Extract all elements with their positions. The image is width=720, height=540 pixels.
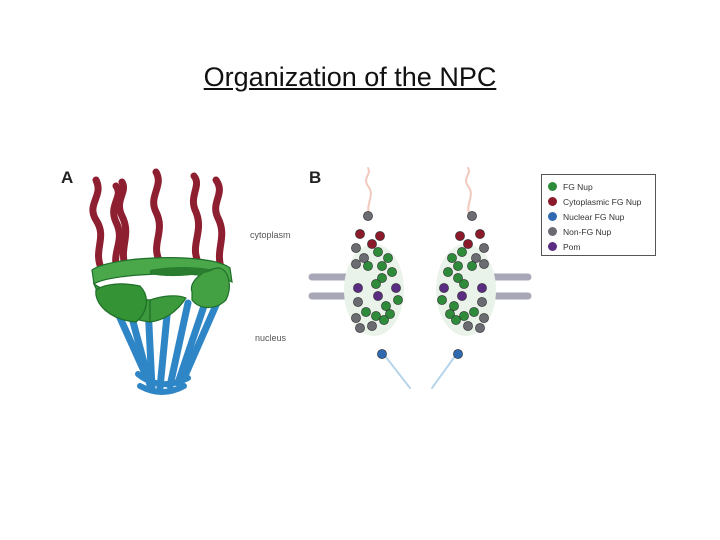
nup-dot (387, 267, 397, 277)
nup-dot (377, 273, 387, 283)
cytoplasmic-filaments (89, 168, 226, 276)
nup-dot (467, 211, 477, 221)
nup-dots-right (437, 211, 489, 359)
nup-dot (479, 259, 489, 269)
nup-dot (449, 301, 459, 311)
legend-item-fg-nup: FG Nup (548, 179, 655, 194)
nup-dot (381, 301, 391, 311)
nup-dot (379, 315, 389, 325)
nup-dot (385, 309, 395, 319)
legend-item-cytoplasmic-fg-nup: Cytoplasmic FG Nup (548, 194, 655, 209)
legend-swatch (548, 212, 557, 221)
legend-label: FG Nup (563, 181, 593, 192)
legend-label: Cytoplasmic FG Nup (563, 196, 642, 207)
nup-dot (445, 309, 455, 319)
nup-dot (453, 261, 463, 271)
nup-dot (371, 311, 381, 321)
nup-dot (351, 313, 361, 323)
nup-dot (363, 211, 373, 221)
nup-dots-left (351, 211, 403, 359)
legend-item-pom: Pom (548, 239, 655, 254)
nup-dot (459, 311, 469, 321)
nup-dot (459, 279, 469, 289)
nup-dot (377, 349, 387, 359)
nup-dot (463, 321, 473, 331)
nup-dot (463, 239, 473, 249)
nup-dot (355, 323, 365, 333)
legend-item-nuclear-fg-nup: Nuclear FG Nup (548, 209, 655, 224)
nup-dot (351, 259, 361, 269)
nup-dot (475, 229, 485, 239)
nup-dot (457, 247, 467, 257)
nup-dot (377, 261, 387, 271)
nup-dot (375, 231, 385, 241)
filament-lines (365, 167, 472, 389)
nup-dot (477, 283, 487, 293)
panel-b-label: B (309, 168, 322, 187)
slide-title: Organization of the NPC (203, 62, 497, 92)
nup-dot (437, 295, 447, 305)
cytoplasm-label: cytoplasm (250, 230, 291, 240)
legend-swatch (548, 197, 557, 206)
nup-dot (469, 307, 479, 317)
nup-dot (391, 283, 401, 293)
nup-dot (373, 291, 383, 301)
legend-swatch (548, 242, 557, 251)
nup-dot (455, 231, 465, 241)
nup-dot (453, 273, 463, 283)
nup-dot (453, 349, 463, 359)
nucleus-label: nucleus (255, 333, 287, 343)
nup-dot (383, 253, 393, 263)
nup-dot (371, 279, 381, 289)
nup-dot (351, 243, 361, 253)
legend-item-non-fg-nup: Non-FG Nup (548, 224, 655, 239)
nup-dot (353, 283, 363, 293)
nup-dot (475, 323, 485, 333)
nup-dot (393, 295, 403, 305)
nup-dot (355, 229, 365, 239)
nup-dot (353, 297, 363, 307)
nup-dot (359, 253, 369, 263)
nup-dot (367, 321, 377, 331)
nup-dot (439, 283, 449, 293)
legend: FG Nup Cytoplasmic FG Nup Nuclear FG Nup… (541, 174, 656, 256)
legend-swatch (548, 227, 557, 236)
nup-dot (471, 253, 481, 263)
nuclear-basket (108, 292, 224, 395)
nup-dot (363, 261, 373, 271)
nup-dot (447, 253, 457, 263)
nup-dot (451, 315, 461, 325)
nup-dot (477, 297, 487, 307)
legend-label: Pom (563, 241, 581, 252)
nup-dot (467, 261, 477, 271)
nup-dot (443, 267, 453, 277)
legend-label: Non-FG Nup (563, 226, 612, 237)
npc-ring (91, 257, 233, 323)
nup-dot (373, 247, 383, 257)
nup-dot (457, 291, 467, 301)
nup-dot (479, 243, 489, 253)
panel-a-label: A (61, 168, 74, 187)
nup-dot (361, 307, 371, 317)
legend-swatch (548, 182, 557, 191)
nup-dot (479, 313, 489, 323)
nup-dot (367, 239, 377, 249)
legend-label: Nuclear FG Nup (563, 211, 625, 222)
